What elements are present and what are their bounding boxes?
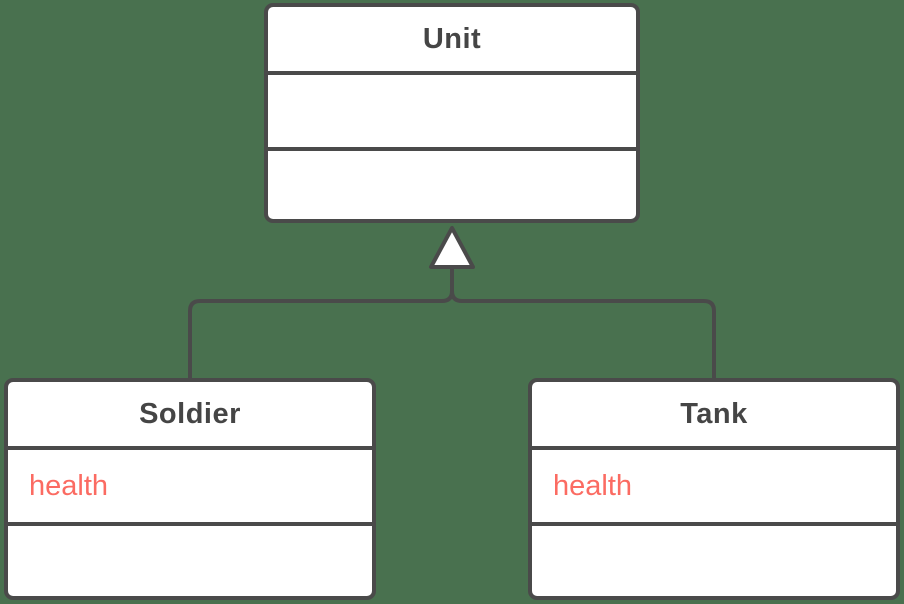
class-methods-tank xyxy=(532,522,896,596)
class-methods-unit xyxy=(268,147,636,219)
inheritance-connector-soldier[interactable] xyxy=(188,266,454,380)
class-box-unit[interactable]: Unit xyxy=(264,3,640,223)
class-box-soldier[interactable]: Soldier health xyxy=(4,378,376,600)
class-attribute-soldier-health: health xyxy=(8,446,372,522)
class-attributes-unit xyxy=(268,71,636,147)
inheritance-arrowhead-icon xyxy=(429,226,475,269)
inheritance-connector-tank[interactable] xyxy=(450,266,716,380)
class-attribute-tank-health: health xyxy=(532,446,896,522)
class-title-tank: Tank xyxy=(680,397,748,430)
class-title-unit: Unit xyxy=(422,22,482,55)
class-title-soldier: Soldier xyxy=(139,397,241,430)
class-methods-soldier xyxy=(8,522,372,596)
class-box-tank[interactable]: Tank health xyxy=(528,378,900,600)
